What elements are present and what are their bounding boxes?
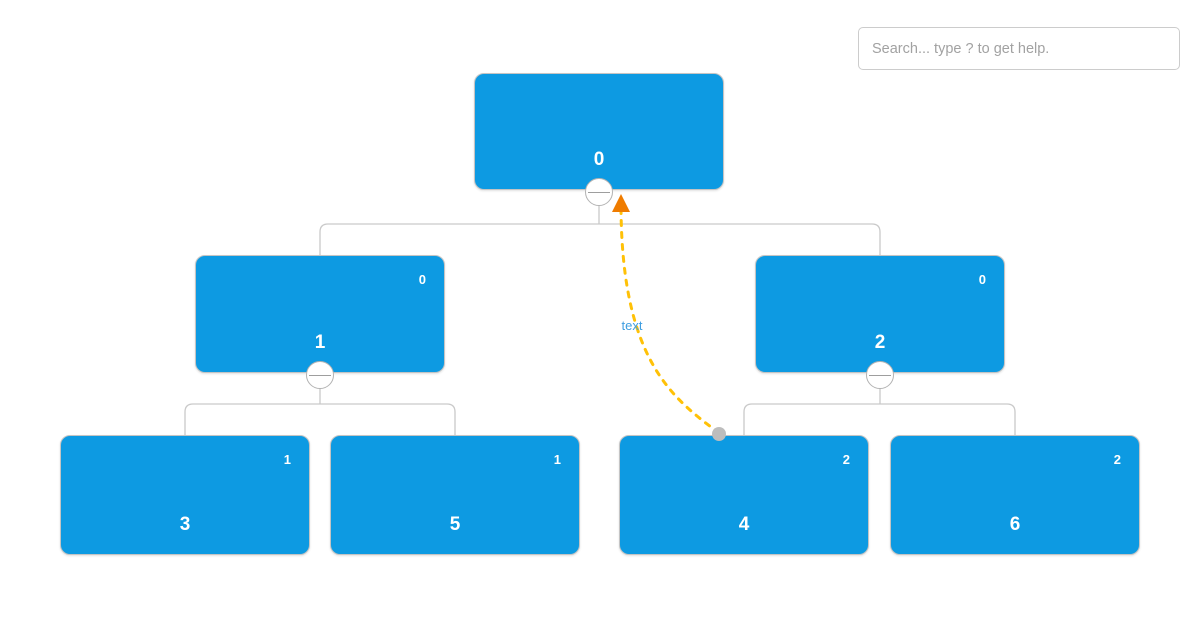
node-6-parent-badge: 2 xyxy=(1113,452,1121,467)
minus-icon xyxy=(588,192,610,193)
node-1-collapse-button[interactable] xyxy=(306,361,334,389)
node-5[interactable]: 1 5 xyxy=(330,435,580,555)
node-4-parent-badge: 2 xyxy=(842,452,850,467)
custom-link-label: text xyxy=(621,318,643,333)
connector-node2-children xyxy=(743,403,1016,435)
node-1-label: 1 xyxy=(314,332,326,353)
node-2-parent-badge: 0 xyxy=(978,272,986,287)
node-1-parent-badge: 0 xyxy=(418,272,426,287)
node-6[interactable]: 2 6 xyxy=(890,435,1140,555)
node-5-label: 5 xyxy=(449,514,461,535)
node-6-label: 6 xyxy=(1009,514,1021,535)
minus-icon xyxy=(309,375,331,376)
search-input[interactable] xyxy=(858,27,1180,70)
connector-node1-children xyxy=(184,403,456,435)
node-5-parent-badge: 1 xyxy=(553,452,561,467)
node-2-collapse-button[interactable] xyxy=(866,361,894,389)
minus-icon xyxy=(869,375,891,376)
custom-link-arrowhead-icon xyxy=(612,194,630,212)
node-4[interactable]: 2 4 xyxy=(619,435,869,555)
node-2[interactable]: 0 2 xyxy=(755,255,1005,389)
node-0-collapse-button[interactable] xyxy=(585,178,613,206)
node-3-parent-badge: 1 xyxy=(283,452,291,467)
node-0[interactable]: 0 xyxy=(474,73,724,206)
node-2-label: 2 xyxy=(874,332,886,353)
node-3[interactable]: 1 3 xyxy=(60,435,310,555)
connector-root-children xyxy=(319,223,881,255)
node-3-label: 3 xyxy=(179,514,191,535)
node-1[interactable]: 0 1 xyxy=(195,255,445,389)
node-0-label: 0 xyxy=(593,149,605,170)
node-4-label: 4 xyxy=(738,514,750,535)
